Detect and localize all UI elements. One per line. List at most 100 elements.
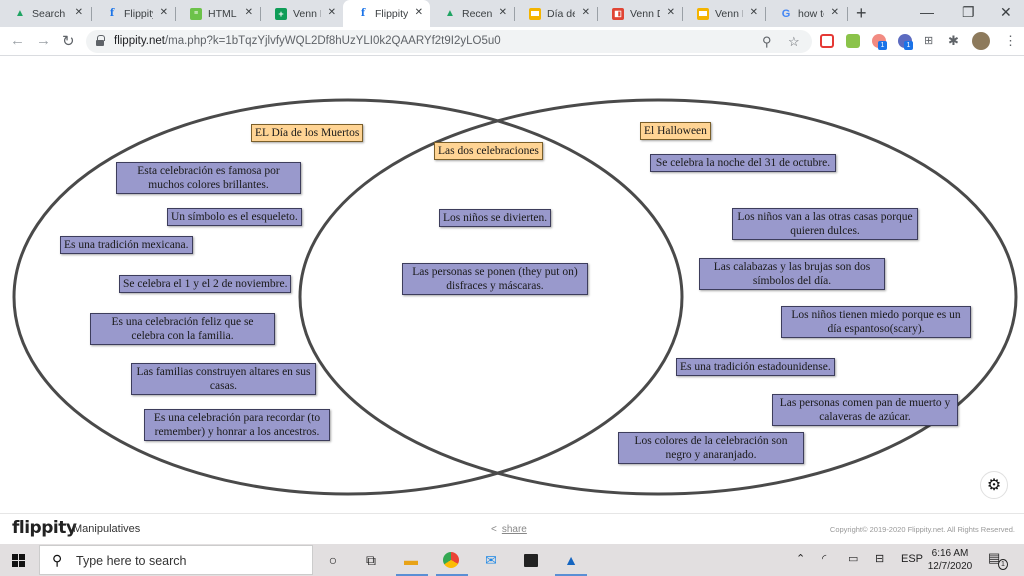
right-item-card[interactable]: Los colores de la celebración son negro … [618,432,804,464]
cortana-icon[interactable]: ○ [328,552,338,568]
tab-divider [175,7,176,21]
back-button[interactable]: ← [10,32,25,49]
close-window-button[interactable]: ✕ [1000,4,1012,20]
google-sheets-icon: + [275,7,287,20]
close-tab-icon[interactable]: ✕ [327,7,336,18]
extension-badge: 1 [904,41,913,50]
extension-icon[interactable]: 1 [872,34,887,50]
venn-diagram-page: EL Día de los Muertos Las dos celebracio… [0,57,1024,513]
browser-tab[interactable]: f Flippity ✕ [92,0,175,27]
flippity-logo[interactable]: flippity [12,518,77,538]
grid-extension-icon[interactable]: ⊞ [924,35,934,47]
notification-icon: ▤ [988,550,1001,565]
tab-divider [260,7,261,21]
browser-tab[interactable]: Venn Di ✕ [683,0,765,27]
right-item-card[interactable]: Se celebra la noche del 31 de octubre. [650,154,836,172]
header-halloween[interactable]: El Halloween [640,122,711,140]
right-item-card[interactable]: Las calabazas y las brujas son dos símbo… [699,258,885,290]
active-app-indicator [396,574,428,576]
browser-tab[interactable]: Día de l ✕ [515,0,597,27]
browser-tab[interactable]: + Venn Di ✕ [261,0,343,27]
tab-divider [91,7,92,21]
taskbar-search-box[interactable]: ⚲ Type here to search [39,545,313,575]
right-item-card[interactable]: Los niños van a las otras casas porque q… [732,208,918,240]
forward-button[interactable]: → [36,32,51,49]
close-tab-icon[interactable]: ✕ [666,7,675,18]
close-tab-icon[interactable]: ✕ [74,7,83,18]
microsoft-store-icon[interactable] [521,550,541,570]
google-icon: G [781,7,791,20]
close-tab-icon[interactable]: ✕ [244,7,253,18]
share-link[interactable]: < share [491,524,527,535]
menu-kebab-icon[interactable]: ⋮ [1004,33,1017,48]
touch-keyboard-icon[interactable]: ⊟ [875,553,885,565]
browser-tab-active[interactable]: f Flippity ✕ [343,0,430,27]
bookmark-star-icon[interactable]: ☆ [788,34,800,49]
system-clock[interactable]: 6:16 AM 12/7/2020 [927,548,973,572]
puzzle-extensions-icon[interactable]: ✱ [948,33,959,48]
left-item-card[interactable]: Un símbolo es el esqueleto. [167,208,302,226]
active-app-indicator [555,574,587,576]
zoom-icon[interactable]: ⚲ [762,34,772,49]
close-tab-icon[interactable]: ✕ [830,7,839,18]
app-title: Manipulatives [73,523,141,535]
google-slides-icon [529,7,541,20]
html-code-icon: ≡ [190,7,202,20]
browser-tab[interactable]: ◧ Venn Di ✕ [598,0,682,27]
battery-icon[interactable]: ▭ [848,553,859,565]
browser-tab[interactable]: ≡ HTML C ✕ [176,0,260,27]
venn-app-icon: ◧ [612,7,624,20]
google-drive-icon: ▲ [445,8,455,19]
search-icon: ⚲ [52,552,63,568]
windows-start-icon[interactable] [12,554,25,567]
wifi-icon[interactable]: ◜ [822,553,827,565]
address-bar[interactable]: flippity.net/ma.php?k=1bTqzYjlvfyWQL2Df8… [86,30,812,53]
browser-tab[interactable]: ▲ Search ✕ [15,7,83,20]
minimize-button[interactable]: — [920,4,934,20]
header-las-dos-celebraciones[interactable]: Las dos celebraciones [434,142,543,160]
close-tab-icon[interactable]: ✕ [498,7,507,18]
header-dia-de-los-muertos[interactable]: EL Día de los Muertos [251,124,364,142]
left-item-card[interactable]: Es una celebración para recordar (to rem… [144,409,330,441]
google-drive-icon: ▲ [15,8,25,19]
new-tab-button[interactable]: + [856,3,867,23]
settings-button[interactable]: ⚙ [980,471,1008,499]
reload-button[interactable]: ↻ [62,33,75,50]
chrome-icon[interactable] [441,550,461,570]
middle-item-card[interactable]: Las personas se ponen (they put on) disf… [402,263,588,295]
url-text[interactable]: flippity.net/ma.php?k=1bTqzYjlvfyWQL2Df8… [114,35,501,47]
file-explorer-icon[interactable]: ▬ [404,552,418,568]
left-item-card[interactable]: Es una tradición mexicana. [60,236,193,254]
action-center-icon[interactable]: ▤ 1 [988,550,1012,572]
browser-tab[interactable]: ▲ Recent ✕ [445,7,507,20]
extension-icon[interactable] [846,34,860,48]
tab-divider [597,7,598,21]
input-language[interactable]: ESP [901,553,924,565]
extension-icon[interactable]: 1 [898,34,913,50]
flippity-icon: f [360,8,366,19]
left-item-card[interactable]: Es una celebración feliz que se celebra … [90,313,275,345]
close-tab-icon[interactable]: ✕ [414,7,423,18]
active-app-indicator [436,574,468,576]
close-tab-icon[interactable]: ✕ [581,7,590,18]
close-tab-icon[interactable]: ✕ [749,7,758,18]
restore-button[interactable]: ❐ [962,4,975,20]
right-item-card[interactable]: Las personas comen pan de muerto y calav… [772,394,958,426]
extension-icon[interactable] [820,34,834,48]
middle-item-card[interactable]: Los niños se divierten. [439,209,552,227]
right-item-card[interactable]: Es una tradición estadounidense. [676,358,835,376]
photos-icon[interactable]: ▲ [564,552,578,568]
browser-tab[interactable]: G how to ✕ [781,7,839,20]
mail-icon[interactable]: ✉ [485,551,497,568]
task-view-icon[interactable]: ⧉ [366,551,376,568]
left-item-card[interactable]: Esta celebración es famosa por muchos co… [116,162,301,194]
browser-tab-strip: ▲ Search ✕ f Flippity ✕ ≡ HTML C ✕ + Ven… [0,0,1024,27]
right-item-card[interactable]: Los niños tienen miedo porque es un día … [781,306,971,338]
tab-divider [514,7,515,21]
tab-divider [765,7,766,21]
close-tab-icon[interactable]: ✕ [159,7,168,18]
show-hidden-icons-icon[interactable]: ⌃ [796,553,806,565]
left-item-card[interactable]: Se celebra el 1 y el 2 de noviembre. [119,275,292,293]
left-item-card[interactable]: Las familias construyen altares en sus c… [131,363,316,395]
profile-avatar[interactable] [972,32,990,50]
